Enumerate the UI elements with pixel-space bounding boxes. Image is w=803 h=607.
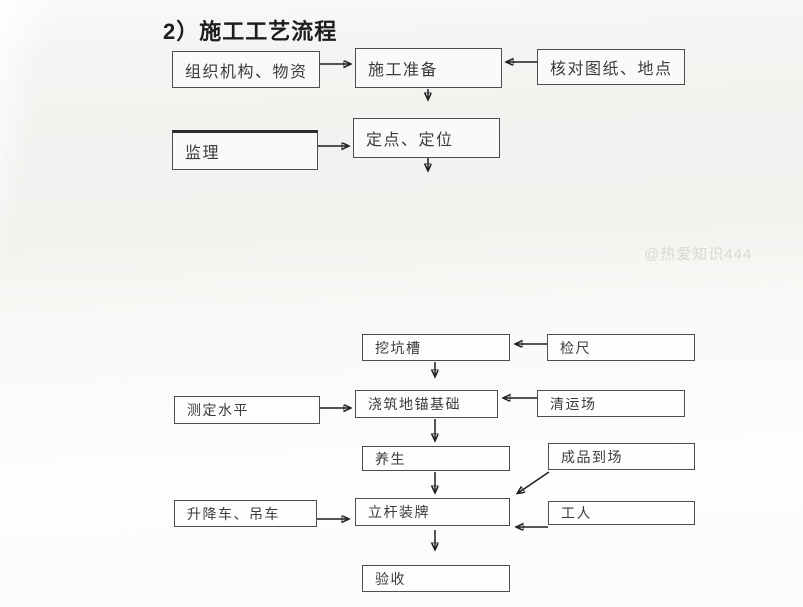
flow-node-label: 养生 <box>375 452 406 468</box>
flow-node-verify-drawings: 核对图纸、地点 <box>537 49 685 85</box>
flow-node-preparation: 施工准备 <box>355 48 502 88</box>
flow-node-supervision: 监理 <box>172 130 318 170</box>
watermark-text: @热爱知识444 <box>644 246 753 263</box>
flow-node-label: 核对图纸、地点 <box>550 61 673 78</box>
flow-node-check-measure: 检尺 <box>547 334 695 361</box>
flow-node-lift-crane: 升降车、吊车 <box>174 500 317 527</box>
flow-node-positioning: 定点、定位 <box>353 118 500 158</box>
flow-node-label: 成品到场 <box>561 450 623 466</box>
flow-node-workers: 工人 <box>548 501 695 525</box>
page-title: 2）施工工艺流程 <box>163 19 338 44</box>
flow-node-label: 立杆装牌 <box>368 506 430 521</box>
flow-node-curing: 养生 <box>362 446 510 471</box>
flow-node-label: 测定水平 <box>187 404 249 419</box>
flow-node-erect-pole: 立杆装牌 <box>355 498 510 526</box>
flow-node-organization: 组织机构、物资 <box>172 51 320 88</box>
flow-node-label: 工人 <box>561 507 592 522</box>
flow-node-label: 组织机构、物资 <box>185 63 308 81</box>
arrow-product-arrival-to-erect-pole <box>518 471 550 493</box>
flow-node-acceptance: 验收 <box>362 565 510 592</box>
flow-node-label: 清运场 <box>550 397 597 413</box>
flow-node-clear-site: 清运场 <box>537 390 685 417</box>
flow-node-measure-level: 测定水平 <box>174 396 320 424</box>
flow-node-label: 施工准备 <box>368 62 439 79</box>
flow-node-label: 挖坑槽 <box>375 341 422 357</box>
flow-node-label: 监理 <box>185 145 221 162</box>
flow-node-pour-foundation: 浇筑地锚基础 <box>355 390 498 418</box>
flow-node-product-arrival: 成品到场 <box>548 443 695 470</box>
flow-node-dig-pit: 挖坑槽 <box>362 334 510 361</box>
flow-node-label: 浇筑地锚基础 <box>368 398 461 413</box>
flow-node-label: 升降车、吊车 <box>187 507 280 523</box>
flow-node-label: 定点、定位 <box>366 132 454 149</box>
flow-node-label: 验收 <box>375 572 406 588</box>
flow-node-label: 检尺 <box>560 341 591 357</box>
